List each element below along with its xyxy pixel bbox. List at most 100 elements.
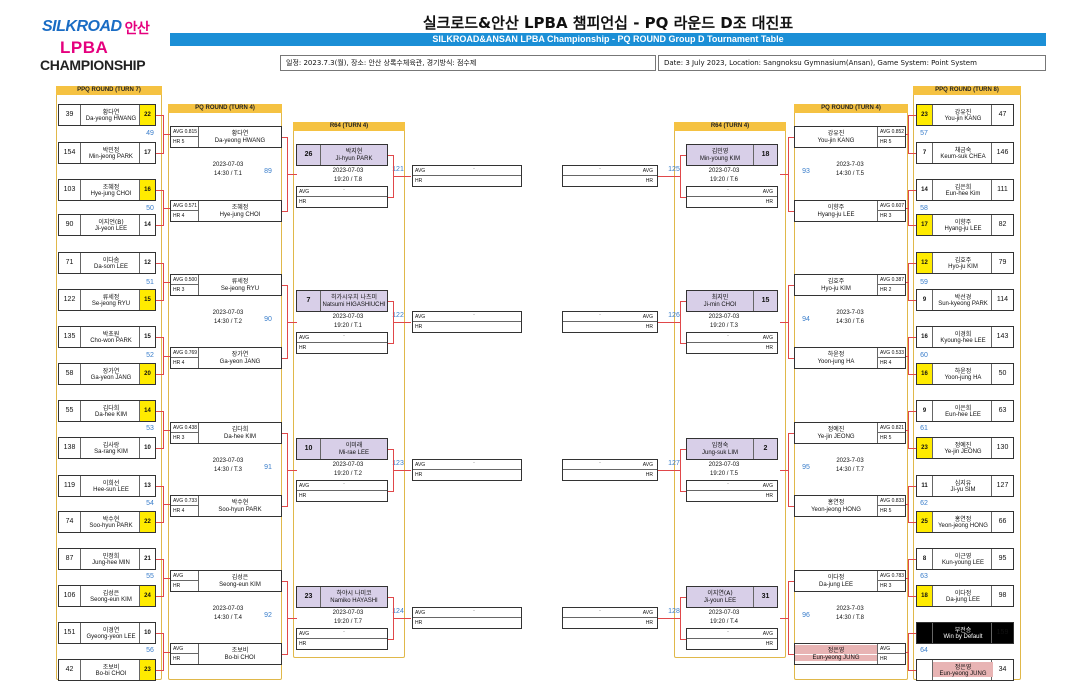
match-date: 2023-07-03: [332, 168, 364, 174]
bracket-line: [282, 581, 288, 582]
player-score: 11: [917, 476, 933, 496]
player-name-english: Eun-hee Kim: [945, 191, 981, 197]
player-score: 23: [917, 105, 933, 125]
bracket-line: [156, 153, 164, 154]
player-number: 143: [991, 327, 1013, 347]
avg-label: AVG: [687, 481, 777, 491]
player-average: AVG 0.821: [877, 423, 905, 433]
player-score: 10: [139, 623, 155, 643]
player-average: AVG 0.852: [877, 127, 905, 137]
player-name-korean: 정은영: [795, 645, 877, 654]
seed-number: 2: [753, 439, 777, 459]
player-average: AVG 0.571: [171, 201, 199, 211]
player-name-korean: 박선경: [954, 294, 972, 301]
player-number: 90: [59, 215, 81, 235]
player-name-english: Yoon-jung HA: [944, 375, 982, 381]
player-name-korean: 장가연: [102, 368, 120, 375]
player-name-english: Da-yeong HWANG: [214, 138, 266, 144]
player-name-korean: 박지현: [345, 148, 363, 155]
avg-label: AVG: [413, 608, 521, 618]
player-name-korean: 김다희: [231, 426, 249, 433]
player-score: 9: [917, 290, 933, 310]
bracket-line: [388, 197, 394, 198]
player-average: AVG: [171, 644, 199, 654]
player-average: AVG 0.607: [877, 201, 905, 211]
